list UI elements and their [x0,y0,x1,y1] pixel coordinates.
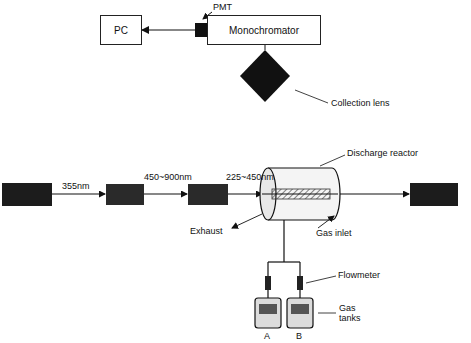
port-label: Exhaust [190,226,223,236]
flowmeter-label: Flowmeter [338,270,380,280]
computer-box: PC [100,15,142,45]
port-label: Gas inlet [316,228,352,238]
wavelength-label: 450~900nm [144,172,192,182]
tank-label: Gas tanks [339,303,369,324]
tank-letter: A [264,331,270,341]
box-text: PC [111,25,131,36]
tank-letter: B [296,331,302,341]
reactor-label: Discharge reactor [347,148,418,158]
detector-label: PMT [213,2,232,12]
wavelength-label: 225~450nm [226,172,274,182]
lens-label: Collection lens [331,98,390,108]
monochromator-box: Monochromator [207,15,321,45]
wavelength-label: 355nm [62,181,90,191]
box-text: Monochromator [226,25,302,36]
